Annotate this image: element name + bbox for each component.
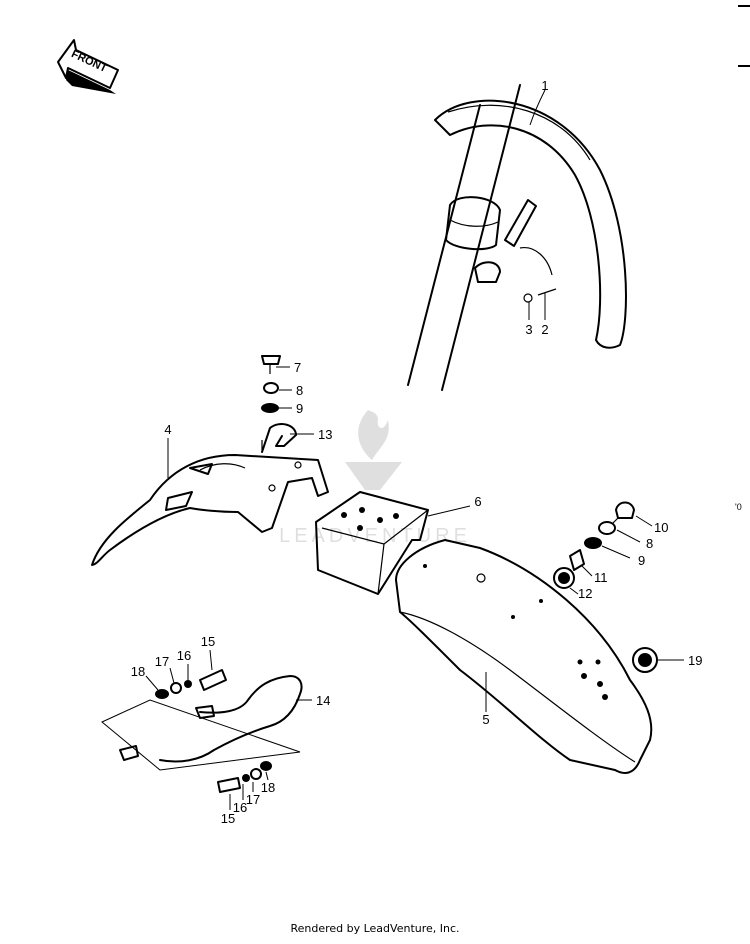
callout-2: 2 bbox=[541, 322, 548, 337]
callout-6: 6 bbox=[474, 494, 481, 509]
callout-19: 19 bbox=[688, 653, 702, 668]
fender-stay-rod bbox=[101, 675, 303, 771]
callout-9a: 9 bbox=[296, 401, 303, 416]
rear-fender-main bbox=[395, 539, 653, 774]
callout-18a: 18 bbox=[131, 664, 145, 679]
callout-11: 11 bbox=[594, 570, 608, 585]
callout-17a: 17 bbox=[155, 654, 169, 669]
corner-tick-top bbox=[738, 5, 750, 7]
callout-4: 4 bbox=[164, 422, 171, 437]
hardware-lower-right bbox=[217, 761, 272, 793]
callout-labels: 1 2 3 4 5 6 7 8 9 13 10 8 9 11 12 19 14 … bbox=[131, 78, 742, 826]
callout-5: 5 bbox=[482, 712, 489, 727]
callout-17b: 17 bbox=[246, 792, 260, 807]
callout-13: 13 bbox=[318, 427, 332, 442]
hardware-right-side bbox=[553, 501, 658, 673]
callout-16b: 16 bbox=[233, 800, 247, 815]
callout-10: 10 bbox=[654, 520, 668, 535]
fender-bracket bbox=[315, 491, 429, 595]
footer-credit: Rendered by LeadVenture, Inc. bbox=[290, 922, 460, 935]
callout-7: 7 bbox=[294, 360, 301, 375]
leader-lines bbox=[145, 89, 684, 810]
hardware-lower-left bbox=[155, 669, 227, 699]
callout-8a: 8 bbox=[296, 383, 303, 398]
front-direction-arrow: FRONT bbox=[57, 39, 119, 94]
rear-fender-front-section bbox=[91, 440, 329, 566]
callout-12: 12 bbox=[578, 586, 592, 601]
callout-1: 1 bbox=[541, 78, 548, 93]
bracket-clip bbox=[261, 423, 297, 453]
callout-9b: 9 bbox=[638, 553, 645, 568]
front-fender-assembly bbox=[407, 84, 627, 391]
callout-18b: 18 bbox=[261, 780, 275, 795]
callout-14: 14 bbox=[316, 693, 330, 708]
callout-3: 3 bbox=[525, 322, 532, 337]
callout-15b: 15 bbox=[221, 811, 235, 826]
corner-tick-second bbox=[738, 65, 750, 67]
callout-15a: 15 bbox=[201, 634, 215, 649]
stray-mark: '0 bbox=[735, 502, 742, 512]
callout-8b: 8 bbox=[646, 536, 653, 551]
bolt-washer-stack-upper bbox=[261, 355, 281, 413]
watermark-text: LEADVENTURE bbox=[279, 525, 471, 547]
watermark: LEADVENTURE bbox=[279, 410, 471, 547]
callout-16a: 16 bbox=[177, 648, 191, 663]
